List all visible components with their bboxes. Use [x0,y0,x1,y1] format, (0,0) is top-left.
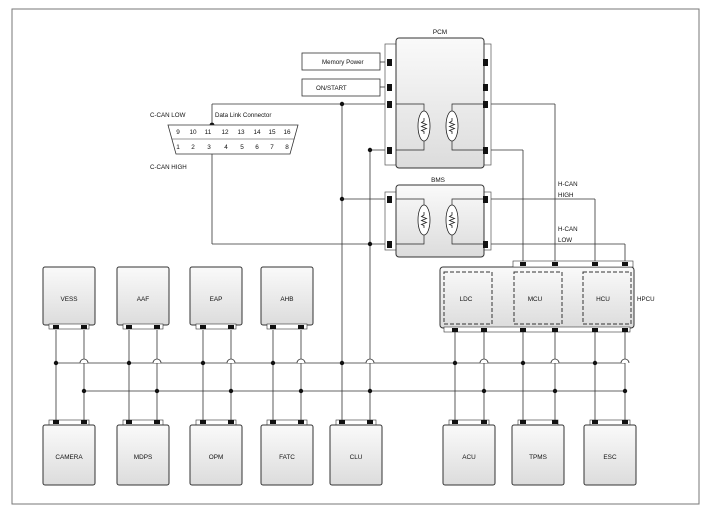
dlc-pin-5: 5 [240,144,244,151]
wire-crossing-hops [79,358,630,364]
hcu-label: HCU [596,296,610,303]
c-can-low-label: C-CAN LOW [150,112,186,119]
pcm-module: PCM [384,29,492,169]
hpcu-module: LDC MCU HCU HPCU [439,260,655,333]
hpcu-label: HPCU [637,296,655,303]
opm-module: OPM [189,419,243,486]
h-can-high-label-1: H-CAN [558,181,578,188]
mdps-module: MDPS [116,419,170,486]
dlc-pin-9: 9 [176,129,180,136]
dlc-title: Data Link Connector [215,112,271,119]
dlc-pin-16: 16 [283,129,291,136]
svg-text:OPM: OPM [209,454,224,461]
svg-text:CLU: CLU [350,454,363,461]
dlc-pin-10: 10 [189,129,197,136]
eap-module: EAP [189,266,243,330]
svg-text:ON/START: ON/START [316,85,347,92]
camera-module: CAMERA [42,419,96,486]
dlc-pin-1: 1 [176,144,180,151]
on-start-input: ON/START [301,78,381,97]
svg-text:VESS: VESS [60,296,77,303]
junction-dots [53,101,628,394]
h-can-low-label-1: H-CAN [558,226,578,233]
svg-text:MDPS: MDPS [134,454,152,461]
dlc-pin-4: 4 [224,144,228,151]
acu-module: ACU [442,419,496,486]
h-can-low-label-2: LOW [558,237,572,244]
ldc-label: LDC [460,296,473,303]
dlc-pin-8: 8 [285,144,289,151]
dlc-pin-13: 13 [237,129,245,136]
dlc-pin-6: 6 [255,144,259,151]
svg-text:Memory Power: Memory Power [322,59,364,66]
svg-text:CAMERA: CAMERA [55,454,83,461]
dlc-pin-11: 11 [205,129,212,136]
svg-text:EAP: EAP [210,296,223,303]
h-can-high-label-2: HIGH [558,192,573,199]
svg-text:AAF: AAF [137,296,150,303]
svg-text:ACU: ACU [462,454,476,461]
aaf-module: AAF [116,266,170,330]
can-wires [55,61,626,420]
clu-module: CLU [329,419,383,486]
dlc-pin-12: 12 [221,129,229,136]
esc-module: ESC [583,419,637,486]
bms-label: BMS [431,177,445,184]
outer-frame [11,8,700,505]
dlc-pin-2: 2 [191,144,195,151]
mcu-label: MCU [528,296,543,303]
memory-power-input: Memory Power [301,52,381,71]
dlc-pin-15: 15 [268,129,276,136]
svg-text:AHB: AHB [280,296,293,303]
pcm-label: PCM [433,29,447,36]
c-can-high-label: C-CAN HIGH [150,164,187,171]
svg-text:TPMS: TPMS [529,454,547,461]
bms-module: BMS [384,177,492,258]
dlc-pin-14: 14 [253,129,261,136]
vess-module: VESS [42,266,96,330]
tpms-module: TPMS [511,419,565,486]
dlc-pin-7: 7 [270,144,274,151]
svg-text:ESC: ESC [603,454,617,461]
data-link-connector: Data Link Connector C-CAN LOW C-CAN HIGH… [150,112,299,171]
ahb-module: AHB [260,266,314,330]
fatc-module: FATC [260,419,314,486]
svg-text:FATC: FATC [279,454,295,461]
dlc-pin-3: 3 [207,144,211,151]
